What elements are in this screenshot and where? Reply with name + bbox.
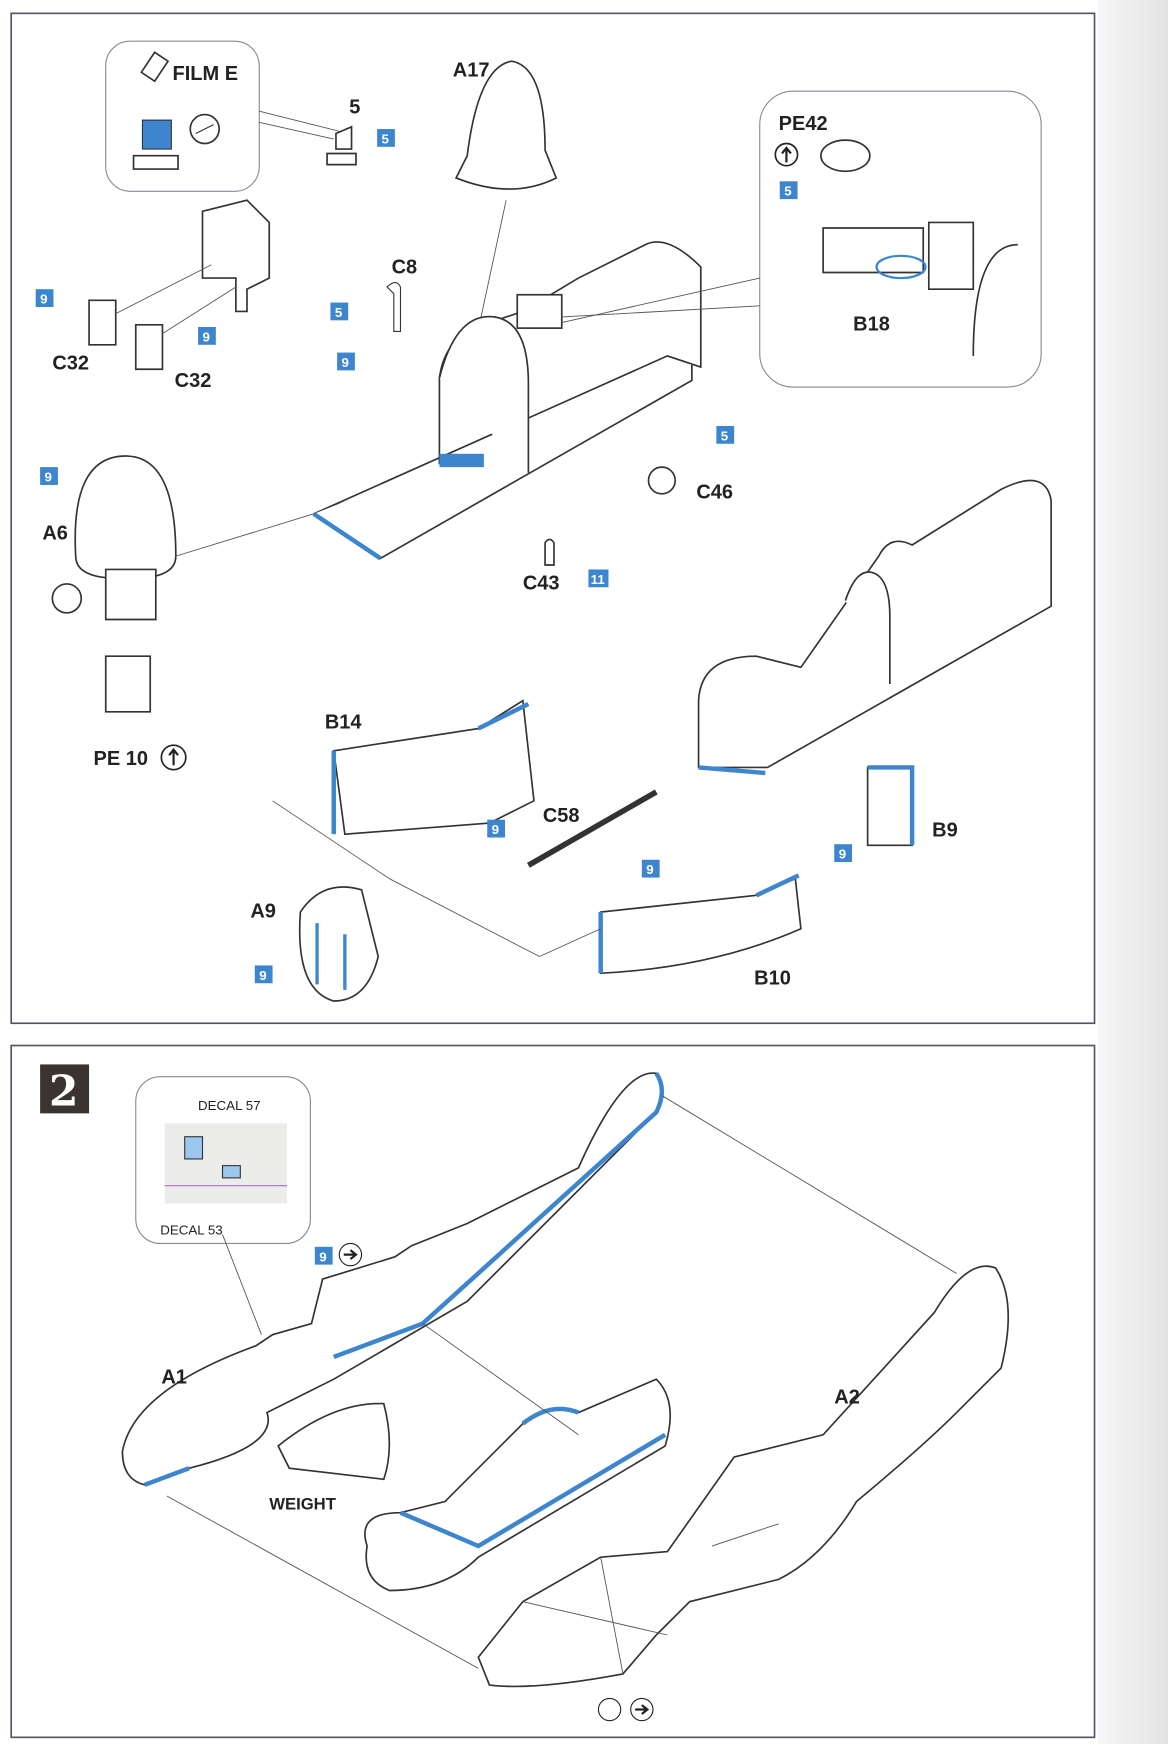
a2-label: A2 [834, 1387, 860, 1409]
pe10-label: PE 10 [94, 748, 149, 770]
cockpit-tub-upper [312, 241, 702, 561]
c43-label: C43 [523, 572, 560, 594]
a17-label: A17 [453, 60, 490, 82]
pe42-part [820, 139, 871, 173]
c46-label: C46 [696, 481, 733, 503]
bracket-part [201, 199, 271, 313]
b18-detail [822, 221, 1018, 356]
b10-label: B10 [754, 967, 791, 989]
c46-part [647, 466, 677, 495]
weight-part [277, 1402, 391, 1481]
c43-part [544, 538, 555, 566]
svg-text:5: 5 [335, 305, 343, 320]
step1-frame [10, 12, 1096, 1025]
cockpit-tub-step2 [364, 1378, 671, 1592]
a6-part [74, 455, 177, 580]
decal-53-label: DECAL 53 [160, 1223, 222, 1238]
film-e-icon [140, 51, 170, 83]
c8-part [386, 281, 402, 333]
b18-label: B18 [853, 313, 890, 335]
step-number-badge [40, 1064, 90, 1114]
svg-text:9: 9 [40, 292, 47, 307]
svg-text:9: 9 [839, 847, 846, 862]
gunsight-part [132, 113, 221, 170]
svg-text:9: 9 [646, 862, 653, 877]
part-5-label: 5 [349, 96, 360, 118]
svg-text:5: 5 [784, 184, 792, 199]
pe10-part [104, 655, 152, 713]
b9-part [866, 766, 913, 847]
cockpit-tub-assembled [697, 479, 1052, 776]
c58-rod [527, 789, 658, 868]
decal-57-label: DECAL 57 [198, 1098, 260, 1113]
decal-detail [164, 1123, 288, 1204]
svg-text:9: 9 [492, 822, 499, 837]
step2-frame [10, 1044, 1096, 1739]
c58-label: C58 [543, 805, 580, 827]
a9-label: A9 [250, 901, 276, 923]
a17-seat [454, 60, 558, 190]
film-callout [105, 40, 260, 192]
svg-text:9: 9 [203, 329, 210, 344]
svg-text:9: 9 [259, 968, 266, 983]
paint-badge-step2: 9 [314, 1246, 333, 1265]
step-number: 2 [49, 1066, 78, 1116]
b14-label: B14 [325, 712, 363, 734]
decal-callout [135, 1076, 311, 1245]
weight-label: WEIGHT [269, 1494, 336, 1513]
svg-text:9: 9 [45, 470, 52, 485]
c32-label-b: C32 [175, 370, 212, 392]
a1-label: A1 [161, 1367, 187, 1389]
svg-text:5: 5 [721, 428, 729, 443]
drill-hole-icon [597, 1697, 622, 1722]
svg-text:9: 9 [342, 355, 349, 370]
b10-part [599, 877, 802, 975]
c32-label-a: C32 [52, 352, 89, 374]
a9-part [298, 886, 380, 1002]
b9-label: B9 [932, 819, 958, 841]
arrow-up-glyph [781, 146, 792, 163]
pe42-label: PE42 [779, 113, 828, 135]
a6-label: A6 [42, 522, 68, 544]
page-edge-shadow [1098, 0, 1168, 1744]
svg-text:11: 11 [591, 572, 606, 587]
svg-text:9: 9 [319, 1249, 326, 1264]
c32-part-b [134, 323, 164, 371]
film-e-label: FILM E [172, 63, 238, 85]
svg-text:5: 5 [382, 131, 390, 146]
c8-label: C8 [392, 257, 418, 279]
paint-badges-step1: 5 5 5 9 9 9 9 5 11 9 9 9 9 [35, 129, 853, 984]
a1-fuselage-half [121, 1072, 665, 1487]
part-5 [326, 125, 357, 166]
pe42-callout [759, 90, 1042, 388]
sanding-icon [51, 583, 83, 614]
c32-part-a [88, 299, 117, 346]
a2-fuselage-half [477, 1265, 1010, 1688]
b14-part [332, 699, 535, 836]
